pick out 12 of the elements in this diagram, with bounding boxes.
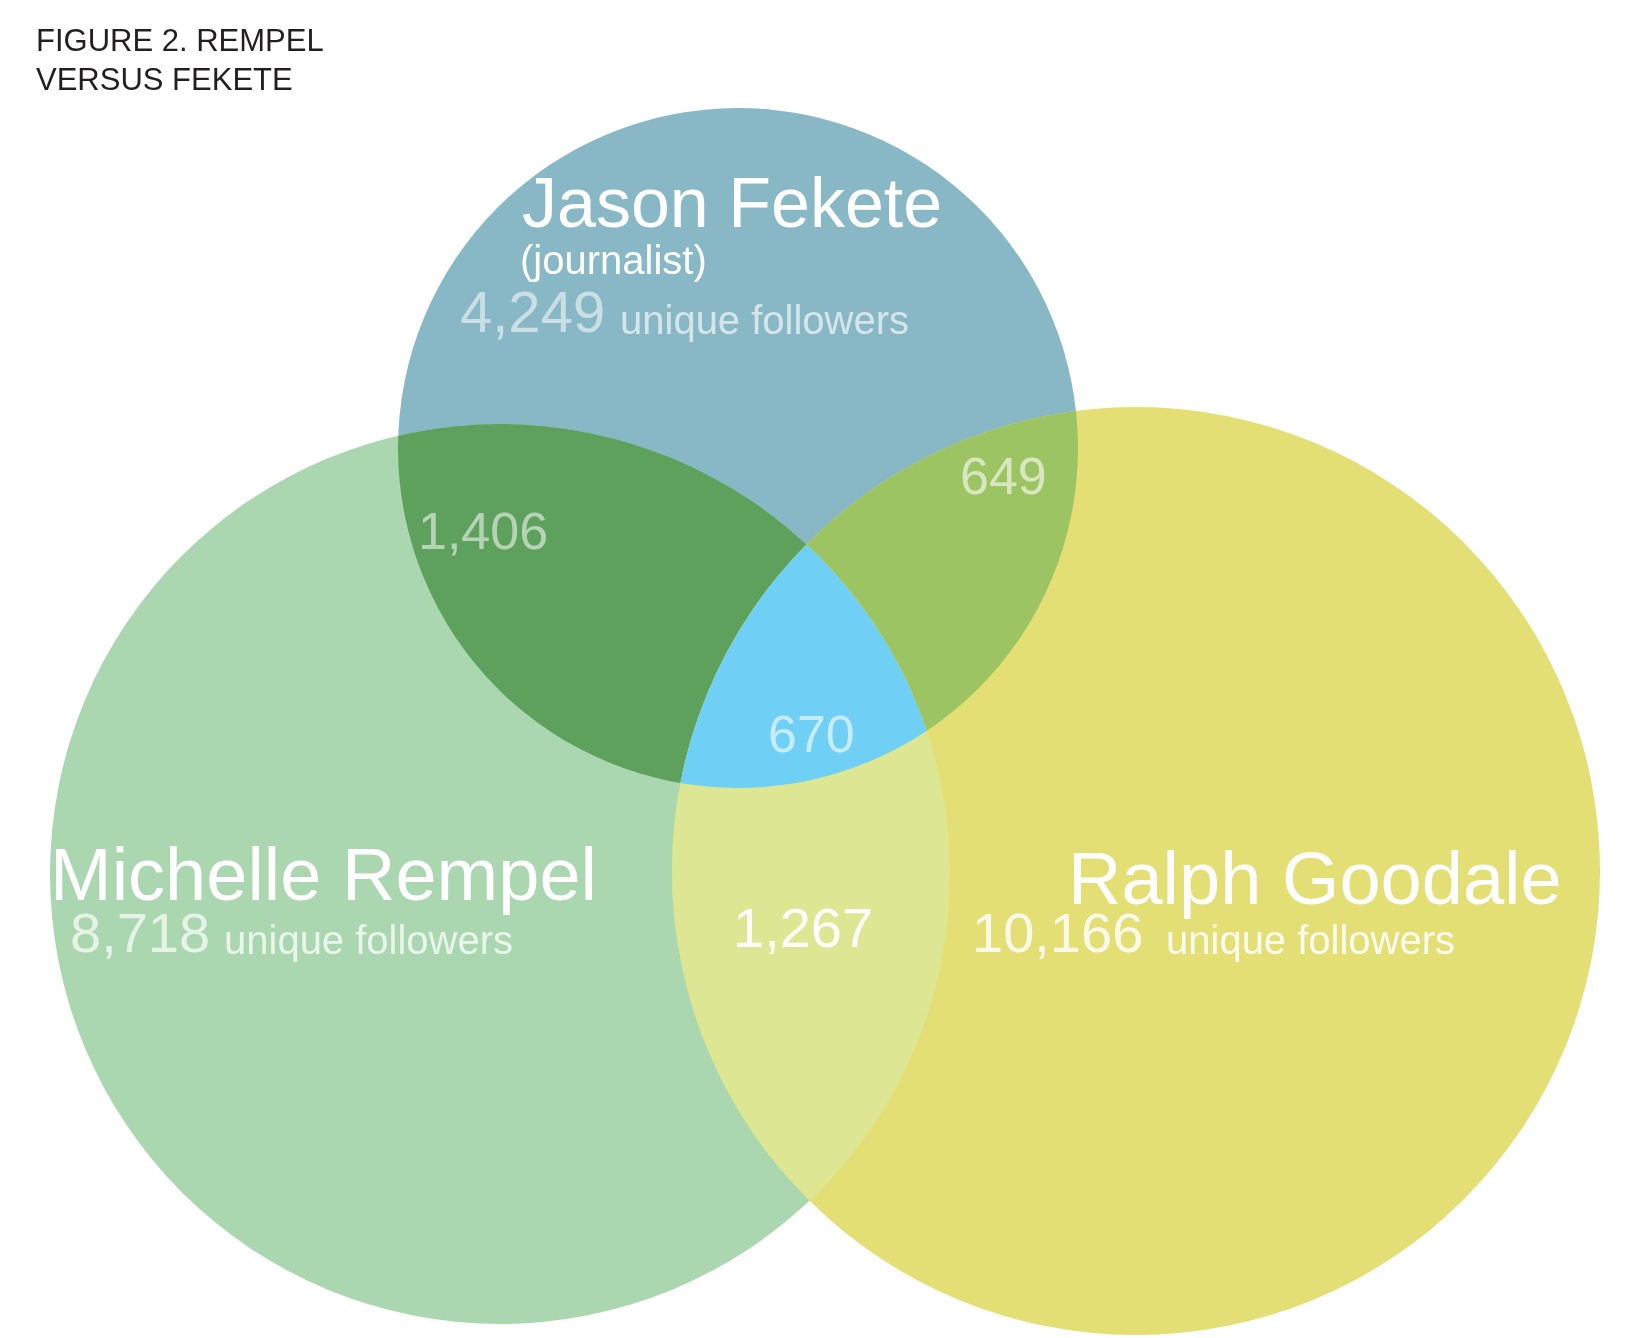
overlap-count: 1,406 <box>418 505 549 557</box>
count-unit-label: unique followers <box>620 300 910 340</box>
follower-count: 4,249 <box>460 283 606 341</box>
role-label: (journalist) <box>520 240 707 280</box>
follower-count: 8,718 <box>70 905 211 961</box>
count-unit-label: unique followers <box>224 920 514 960</box>
count-unit-label: unique followers <box>1166 920 1456 960</box>
overlap-count: 670 <box>768 708 855 760</box>
overlap-count: 1,267 <box>733 900 874 956</box>
figure-title: FIGURE 2. REMPEL VERSUS FEKETE <box>36 22 324 99</box>
person-name: Jason Fekete <box>522 168 943 238</box>
overlap-count: 649 <box>960 450 1047 502</box>
